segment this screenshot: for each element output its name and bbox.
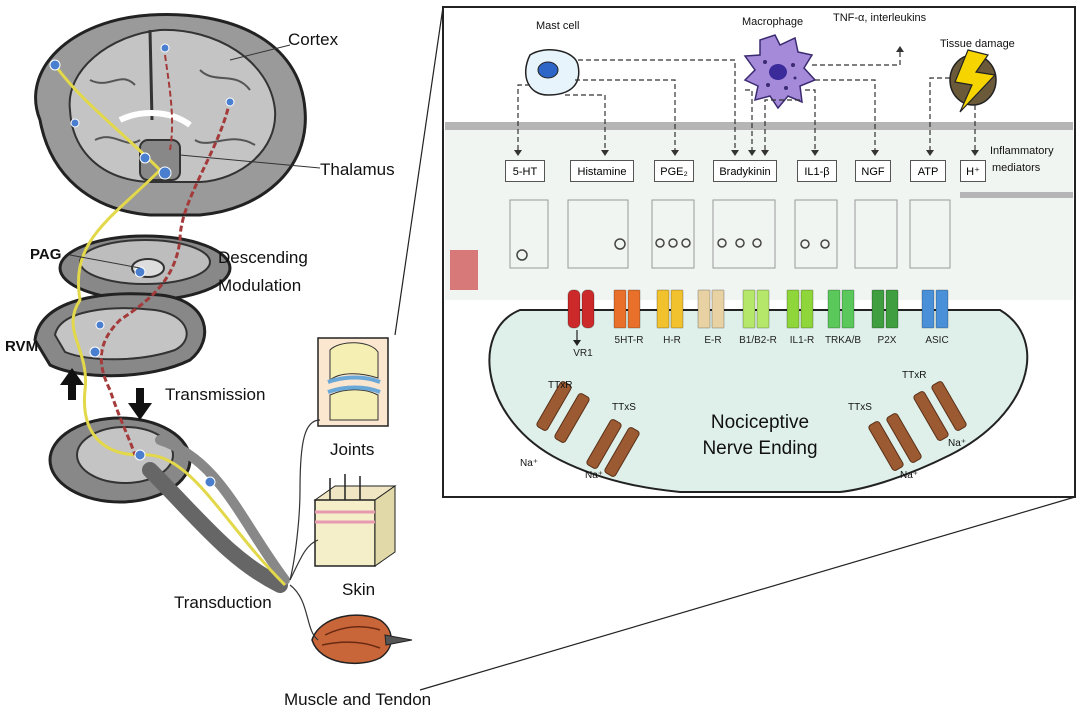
- receptor-label-hr: H-R: [663, 335, 681, 346]
- receptor-1-a: [567, 289, 581, 329]
- skin-icon: [313, 474, 397, 567]
- pag-label: PAG: [30, 246, 62, 263]
- tissue-damage-label: Tissue damage: [940, 38, 1015, 50]
- receptor-4-b: [711, 289, 725, 329]
- skin-label: Skin: [342, 580, 376, 599]
- receptor-label-vr1: VR1: [573, 348, 593, 359]
- cortex-label: Cortex: [288, 30, 339, 49]
- ttxr-left-label: TTxR: [548, 380, 573, 391]
- na-left-label-1: Na⁺: [520, 458, 539, 469]
- ttxs-right-label: TTxS: [848, 402, 872, 413]
- mediator-samples: [509, 199, 951, 269]
- na-right-label-2: Na⁺: [900, 470, 919, 481]
- spinal-cord-slice: [48, 416, 290, 593]
- release-arrows: [517, 52, 976, 150]
- receptor-5-b: [756, 289, 770, 329]
- tnf-label: TNF-α, interleukins: [833, 12, 927, 24]
- descending-label-1: Descending: [218, 248, 308, 267]
- receptor-9-b: [935, 289, 949, 329]
- receptor-3-b: [670, 289, 684, 329]
- descending-pathway: [99, 99, 232, 456]
- receptor-label-p2x: P2X: [877, 335, 897, 346]
- inflammatory-label-1: Inflammatory: [990, 145, 1054, 157]
- midbrain-slice: [58, 234, 232, 302]
- sodium-channels: [536, 381, 967, 477]
- receptor-1-b: [581, 289, 595, 329]
- receptor-label-asic: ASIC: [925, 335, 949, 346]
- transmission-label: Transmission: [165, 385, 266, 404]
- brain: [34, 12, 307, 217]
- macrophage-label: Macrophage: [742, 16, 804, 28]
- receptor-6-b: [800, 289, 814, 329]
- muscle-icon: [311, 614, 413, 664]
- medulla-slice: [33, 292, 207, 378]
- nerve-ending-title-1: Nociceptive: [710, 412, 810, 433]
- receptor-6-a: [786, 289, 800, 329]
- mast-cell-icon: [525, 49, 580, 96]
- na-left-label-2: Na⁺: [585, 470, 604, 481]
- mediator-atp: ATP: [910, 160, 946, 182]
- receptor-label-b1b2r: B1/B2-R: [739, 335, 777, 346]
- mediator-pge2: PGE₂: [654, 160, 694, 182]
- thalamus-label: Thalamus: [320, 160, 395, 179]
- mediator-bradykinin: Bradykinin: [713, 160, 777, 182]
- receptor-2-a: [613, 289, 627, 329]
- receptor-8-b: [885, 289, 899, 329]
- receptor-label-trkab: TRKA/B: [824, 335, 862, 346]
- macrophage-icon: [743, 34, 817, 110]
- descending-label-2: Modulation: [218, 276, 302, 295]
- receptor-7-a: [827, 289, 841, 329]
- receptor-9-a: [921, 289, 935, 329]
- down-arrow: [128, 388, 152, 420]
- receptor-label-il1r: IL1-R: [789, 335, 815, 346]
- nerve-ending-title: Nociceptive Nerve Ending: [650, 410, 870, 462]
- na-right-label-1: Na⁺: [948, 438, 967, 449]
- receptor-label-er: E-R: [704, 335, 722, 346]
- receptor-4-a: [697, 289, 711, 329]
- receptors: [567, 289, 949, 329]
- mediator-il1b: IL1-β: [797, 160, 837, 182]
- mast-cell-label: Mast cell: [536, 20, 580, 32]
- mediator-histamine: Histamine: [570, 160, 634, 182]
- ttxr-right-label: TTxR: [902, 370, 927, 381]
- mediator-5ht: 5-HT: [505, 160, 545, 182]
- muscle-tendon-label: Muscle and Tendon: [284, 690, 432, 709]
- receptor-3-a: [656, 289, 670, 329]
- joints-label: Joints: [330, 440, 375, 459]
- rvm-label: RVM: [5, 338, 39, 355]
- mediator-ngf: NGF: [855, 160, 891, 182]
- inflammatory-label-2: mediators: [992, 162, 1041, 174]
- up-arrow: [60, 368, 84, 400]
- nerve-ending-title-2: Nerve Ending: [702, 438, 818, 459]
- receptor-8-a: [871, 289, 885, 329]
- receptor-2-b: [627, 289, 641, 329]
- joint-icon: [317, 337, 389, 427]
- receptor-7-b: [841, 289, 855, 329]
- neuron-dots: [49, 43, 235, 488]
- receptor-label-5htr: 5HT-R: [614, 335, 644, 346]
- transduction-label: Transduction: [174, 593, 272, 612]
- ttxs-left-label: TTxS: [612, 402, 636, 413]
- arrowheads: [514, 46, 979, 156]
- receptor-5-a: [742, 289, 756, 329]
- mediator-h: H⁺: [960, 160, 986, 182]
- tissue-damage-icon: [949, 49, 997, 113]
